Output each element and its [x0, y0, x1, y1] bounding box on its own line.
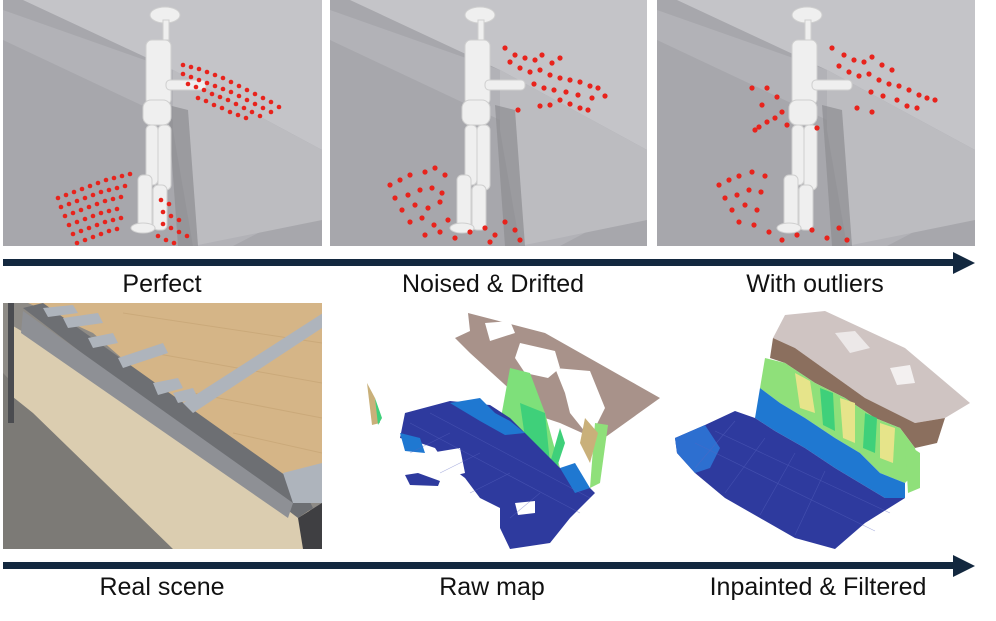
robot-scene-perfect [3, 0, 322, 246]
label-noised-drifted: Noised & Drifted [401, 270, 585, 298]
label-raw-map: Raw map [439, 573, 545, 601]
robot-scene-noised [330, 0, 647, 246]
progression-arrow-top [3, 259, 955, 266]
panel-with-outliers [657, 0, 975, 246]
real-scene-photo [3, 303, 322, 549]
label-perfect: Perfect [122, 270, 202, 298]
panel-inpainted-map [665, 303, 985, 549]
sample-points-grid-bottom [55, 171, 190, 246]
inpainted-elevation-map [675, 311, 970, 549]
sample-points-grid-top [180, 62, 282, 121]
label-with-outliers: With outliers [746, 270, 884, 298]
panel-noised-drifted [330, 0, 647, 246]
noisy-points [387, 45, 608, 245]
arrow-head-bottom-icon [953, 555, 975, 577]
label-inpainted-filtered: Inpainted & Filtered [709, 573, 927, 601]
robot-scene-outliers [657, 0, 975, 246]
panel-raw-map [350, 303, 670, 549]
panel-perfect [3, 0, 322, 246]
label-real-scene: Real scene [99, 573, 225, 601]
outlier-points [716, 45, 938, 243]
progression-arrow-bottom [3, 562, 955, 569]
panel-real-scene [3, 303, 322, 549]
arrow-head-top-icon [953, 252, 975, 274]
raw-elevation-map [367, 313, 660, 549]
